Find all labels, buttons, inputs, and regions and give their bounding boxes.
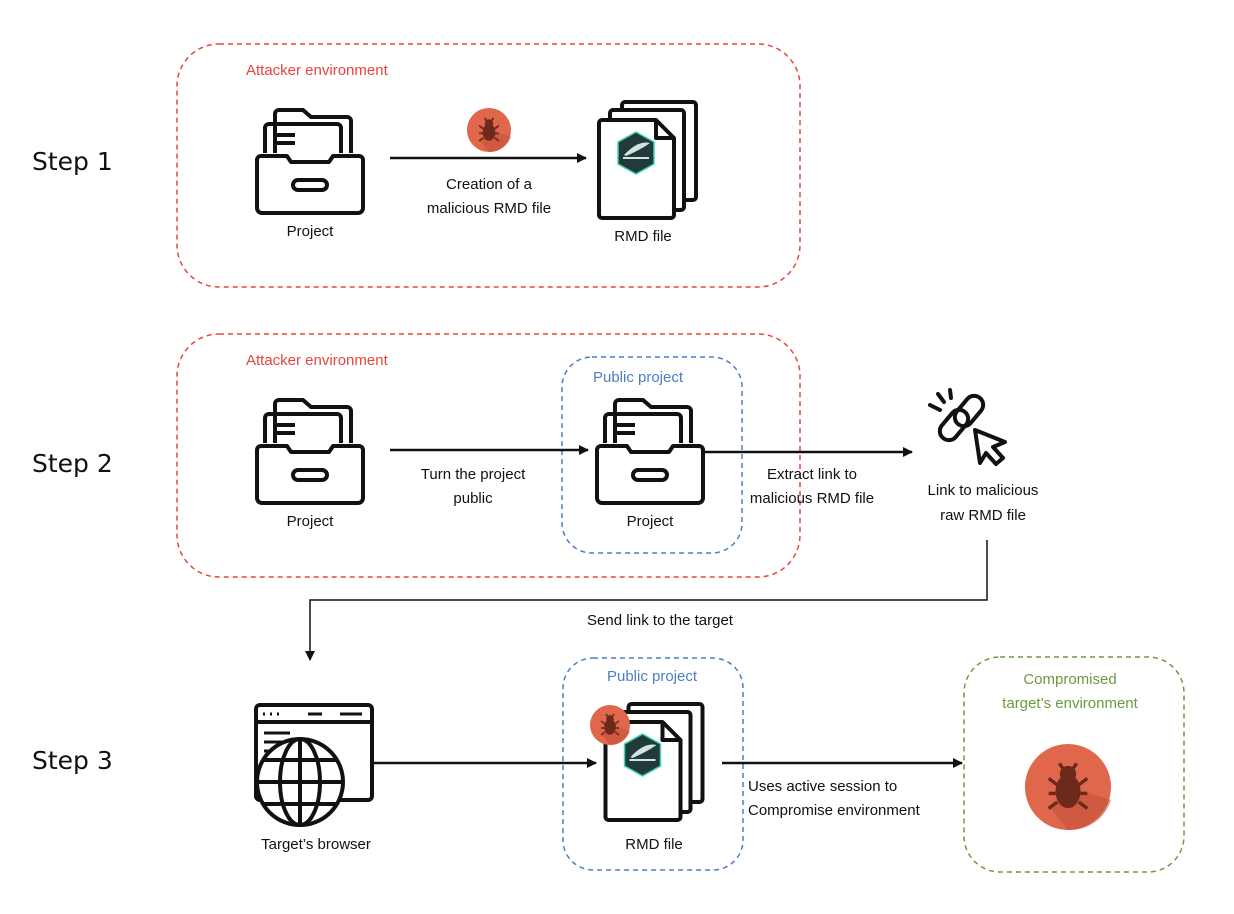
extract-label-line1: Extract link to (766, 466, 858, 483)
send-link-label: Send link to the target (587, 612, 733, 629)
folder-drawer-icon (255, 398, 365, 505)
rmd-file-stack-icon (597, 100, 698, 220)
attacker-environment-label: Attacker environment (246, 352, 388, 369)
arrow-send-link (305, 540, 988, 661)
project-label: Project (286, 513, 334, 530)
bug-icon (590, 705, 630, 745)
step-1-label: Step 1 (32, 147, 113, 176)
rmd-file-label: RMD file (614, 228, 672, 245)
rmd-file-label: RMD file (625, 836, 683, 853)
folder-drawer-icon (255, 108, 365, 215)
make-public-label-line2: public (453, 490, 493, 507)
compromised-environment-box (963, 656, 1185, 873)
step-2-label: Step 2 (32, 449, 113, 478)
step-3-label: Step 3 (32, 746, 113, 775)
make-public-label-line1: Turn the project (420, 466, 526, 483)
link-label-line1: Link to malicious (927, 482, 1039, 499)
extract-label-line2: malicious RMD file (749, 490, 875, 507)
attacker-environment-box-step1 (176, 43, 801, 288)
browser-globe-icon (254, 703, 374, 827)
uses-session-label-line1: Uses active session to (748, 778, 898, 795)
uses-session-label-line2: Compromise environment (748, 802, 920, 819)
bug-icon (1025, 744, 1111, 830)
attacker-environment-label: Attacker environment (246, 62, 388, 79)
public-project-box-step2 (561, 356, 743, 554)
create-label-line2: malicious RMD file (426, 200, 552, 217)
attacker-environment-box-step2 (176, 333, 801, 578)
link-label-line2: raw RMD file (940, 507, 1026, 524)
broken-link-cursor-icon (928, 388, 1007, 466)
public-project-label: Public project (606, 668, 698, 685)
bug-icon (467, 108, 511, 152)
compromised-label-line2: target’s environment (1002, 695, 1138, 712)
folder-drawer-icon (595, 398, 705, 505)
public-project-folder-label: Project (626, 513, 674, 530)
project-label: Project (286, 223, 334, 240)
create-label-line1: Creation of a (446, 176, 532, 193)
browser-label: Target’s browser (261, 836, 371, 853)
public-project-label: Public project (592, 369, 684, 386)
compromised-label-line1: Compromised (1023, 671, 1117, 688)
